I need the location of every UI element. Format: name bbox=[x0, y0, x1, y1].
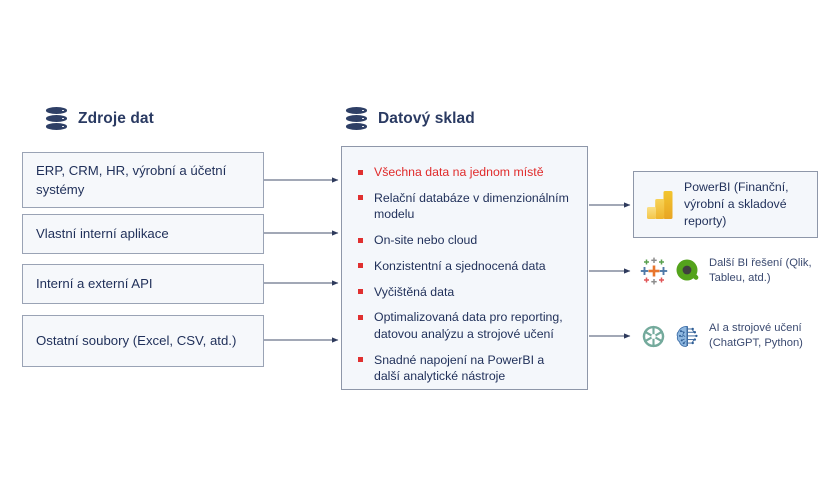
other-bi-icon-group bbox=[640, 257, 701, 285]
warehouse-box[interactable]: Všechna data na jednom místě Relační dat… bbox=[341, 146, 588, 390]
tableau-icon bbox=[640, 257, 668, 285]
qlik-icon bbox=[675, 258, 701, 284]
source-box-2[interactable]: Vlastní interní aplikace bbox=[22, 214, 264, 254]
bullet-square-icon bbox=[358, 195, 363, 201]
output-box-powerbi[interactable]: PowerBI (Finanční, výrobní a skladové re… bbox=[633, 171, 818, 238]
warehouse-bullet-2-label: Relační databáze v dimenzionálním modelu bbox=[374, 190, 569, 222]
warehouse-bullet-7-label: Snadné napojení na PowerBI a další analy… bbox=[374, 352, 545, 384]
warehouse-bullet-5: Vyčištěná data bbox=[358, 284, 573, 301]
warehouse-bullet-4: Konzistentní a sjednocená data bbox=[358, 258, 573, 275]
sources-heading-label: Zdroje dat bbox=[78, 110, 154, 127]
warehouse-bullet-1: Všechna data na jednom místě bbox=[358, 164, 573, 181]
openai-icon bbox=[640, 323, 667, 350]
output-other-bi-label: Další BI řešení (Qlik, Tableu, atd.) bbox=[709, 257, 812, 285]
source-box-4[interactable]: Ostatní soubory (Excel, CSV, atd.) bbox=[22, 315, 264, 367]
warehouse-bullet-2: Relační databáze v dimenzionálním modelu bbox=[358, 190, 573, 223]
bullet-square-icon bbox=[358, 314, 363, 320]
warehouse-bullet-6-label: Optimalizovaná data pro reporting, datov… bbox=[374, 310, 563, 342]
warehouse-bullet-5-label: Vyčištěná data bbox=[374, 284, 455, 299]
source-box-2-label: Vlastní interní aplikace bbox=[36, 226, 169, 242]
database-icon bbox=[346, 107, 367, 131]
bullet-square-icon bbox=[358, 263, 363, 269]
output-row-ai-ml[interactable]: AI a strojové učení (ChatGPT, Python) bbox=[640, 321, 840, 352]
ai-icon-group bbox=[640, 323, 701, 350]
warehouse-bullet-3-label: On-site nebo cloud bbox=[374, 233, 478, 248]
output-row-other-bi[interactable]: Další BI řešení (Qlik, Tableu, atd.) bbox=[640, 256, 840, 287]
output-ai-ml-label: AI a strojové učení (ChatGPT, Python) bbox=[709, 322, 803, 350]
database-icon bbox=[46, 107, 67, 131]
warehouse-bullet-4-label: Konzistentní a sjednocená data bbox=[374, 258, 546, 273]
powerbi-icon bbox=[646, 189, 674, 221]
output-powerbi-label: PowerBI (Finanční, výrobní a skladové re… bbox=[684, 180, 789, 228]
brain-ai-icon bbox=[674, 323, 701, 350]
warehouse-bullet-1-label: Všechna data na jednom místě bbox=[374, 165, 544, 179]
bullet-square-icon bbox=[358, 357, 363, 363]
source-box-4-label: Ostatní soubory (Excel, CSV, atd.) bbox=[36, 333, 237, 349]
bullet-square-icon bbox=[358, 289, 363, 295]
source-box-1-label: ERP, CRM, HR, výrobní a účetní systémy bbox=[36, 162, 227, 197]
sources-heading: Zdroje dat bbox=[46, 107, 154, 131]
warehouse-heading: Datový sklad bbox=[346, 107, 475, 131]
source-box-3-label: Interní a externí API bbox=[36, 276, 153, 292]
warehouse-bullet-7: Snadné napojení na PowerBI a další analy… bbox=[358, 352, 573, 385]
source-box-1[interactable]: ERP, CRM, HR, výrobní a účetní systémy bbox=[22, 152, 264, 208]
warehouse-bullet-6: Optimalizovaná data pro reporting, datov… bbox=[358, 309, 573, 342]
bullet-square-icon bbox=[358, 237, 363, 243]
warehouse-bullet-3: On-site nebo cloud bbox=[358, 232, 573, 249]
bullet-square-icon bbox=[358, 169, 363, 175]
warehouse-heading-label: Datový sklad bbox=[378, 110, 475, 127]
source-box-3[interactable]: Interní a externí API bbox=[22, 264, 264, 304]
